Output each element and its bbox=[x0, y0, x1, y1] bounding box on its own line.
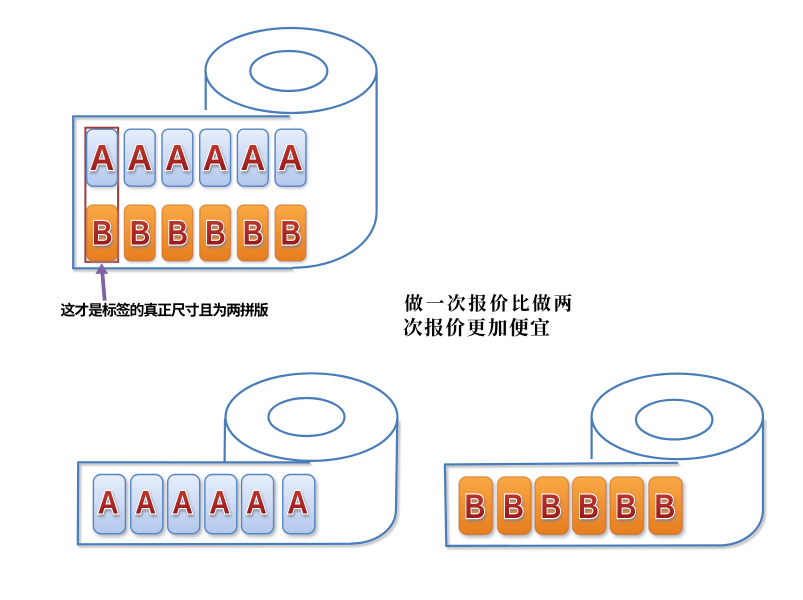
svg-text:B: B bbox=[503, 487, 524, 526]
svg-text:B: B bbox=[616, 487, 637, 526]
svg-text:B: B bbox=[130, 214, 151, 252]
svg-text:A: A bbox=[135, 485, 156, 521]
svg-text:B: B bbox=[167, 214, 188, 252]
svg-text:B: B bbox=[578, 487, 599, 526]
svg-text:B: B bbox=[205, 214, 226, 252]
svg-text:A: A bbox=[203, 138, 228, 178]
svg-text:B: B bbox=[280, 214, 301, 252]
svg-text:A: A bbox=[127, 138, 152, 178]
svg-text:B: B bbox=[92, 214, 113, 252]
svg-text:B: B bbox=[243, 214, 264, 252]
svg-text:A: A bbox=[209, 485, 230, 521]
svg-text:B: B bbox=[654, 487, 675, 526]
svg-text:A: A bbox=[240, 138, 265, 178]
svg-text:A: A bbox=[90, 138, 115, 178]
svg-text:A: A bbox=[278, 138, 303, 178]
svg-text:A: A bbox=[165, 138, 190, 178]
svg-text:A: A bbox=[287, 485, 308, 521]
svg-text:B: B bbox=[464, 487, 485, 526]
svg-text:A: A bbox=[246, 485, 267, 521]
svg-text:A: A bbox=[98, 485, 119, 521]
svg-text:A: A bbox=[172, 485, 193, 521]
svg-text:B: B bbox=[541, 487, 562, 526]
